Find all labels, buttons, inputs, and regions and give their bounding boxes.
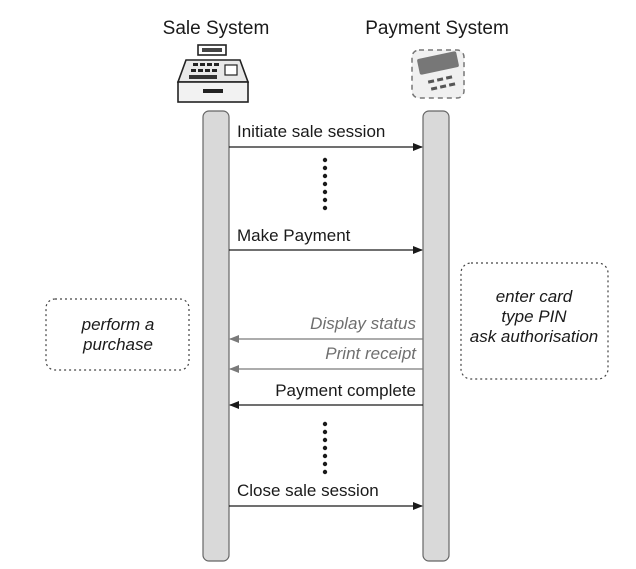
sale-system-lifeline: [202, 110, 230, 562]
close-session-message-label: Close sale session: [237, 481, 379, 500]
left-note-line: perform a: [81, 315, 155, 334]
right-note: enter card type PIN ask authorisation: [460, 262, 609, 380]
right-note-line: ask authorisation: [470, 327, 599, 346]
card-reader-icon: [411, 49, 465, 99]
continuation-dots: [322, 157, 328, 211]
print-receipt-message-label: Print receipt: [325, 344, 417, 363]
left-note-line: purchase: [82, 335, 153, 354]
initiate-sale-message-label: Initiate sale session: [237, 122, 385, 141]
sale-system-label: Sale System: [163, 18, 270, 39]
right-note-line: type PIN: [501, 307, 567, 326]
payment-complete-message-label: Payment complete: [275, 381, 416, 400]
payment-system-lifeline: [422, 110, 450, 562]
left-note: perform a purchase: [45, 298, 190, 371]
right-note-line: enter card: [496, 287, 573, 306]
display-status-message-label: Display status: [310, 314, 416, 333]
continuation-dots: [322, 421, 328, 475]
make-payment-message-label: Make Payment: [237, 226, 351, 245]
payment-system-label: Payment System: [365, 18, 509, 39]
cash-register-icon: [176, 44, 250, 103]
